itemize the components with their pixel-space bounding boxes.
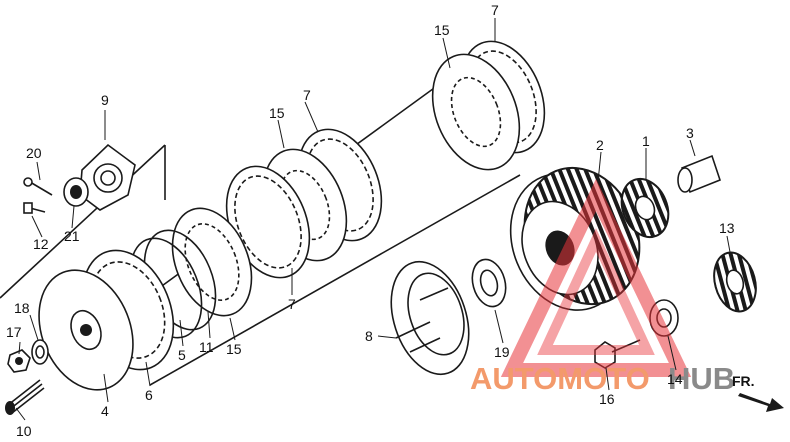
spring-10 bbox=[5, 379, 45, 415]
part-label-13: 13 bbox=[719, 220, 735, 236]
part-label-6: 6 bbox=[145, 387, 153, 403]
part-label-20: 20 bbox=[26, 145, 42, 161]
clutch-plate-set-middle bbox=[225, 128, 383, 279]
watermark-text-hub: HUB bbox=[668, 361, 735, 396]
part-label-5: 5 bbox=[178, 347, 186, 363]
nut-and-washer bbox=[7, 339, 49, 373]
collar bbox=[677, 154, 721, 194]
lock-bolt bbox=[594, 339, 641, 369]
primary-gear bbox=[620, 177, 670, 239]
part-label-7-top: 7 bbox=[491, 2, 499, 18]
part-label-3: 3 bbox=[686, 125, 694, 141]
part-label-7-lower: 7 bbox=[288, 296, 296, 312]
bearing-holder bbox=[23, 143, 136, 214]
part-label-15-lower: 15 bbox=[226, 341, 242, 357]
part-label-15-middle: 15 bbox=[269, 105, 285, 121]
leader-lines bbox=[15, 18, 731, 421]
front-direction-arrow: FR. bbox=[732, 373, 784, 412]
part-label-11: 11 bbox=[199, 339, 214, 355]
part-label-14: 14 bbox=[667, 371, 683, 387]
clutch-center bbox=[390, 260, 470, 376]
part-label-18: 18 bbox=[14, 300, 30, 316]
part-label-21: 21 bbox=[64, 228, 80, 244]
part-label-8: 8 bbox=[365, 328, 373, 344]
part-label-9: 9 bbox=[101, 92, 109, 108]
part-label-4: 4 bbox=[101, 403, 109, 419]
part-label-17: 17 bbox=[6, 324, 22, 340]
watermark: AUTOMOTO HUB bbox=[470, 178, 735, 396]
oil-pump-gear bbox=[713, 251, 757, 313]
pressure-plate bbox=[38, 249, 175, 391]
clutch-plate-set-top bbox=[431, 40, 546, 171]
part-number-labels: 7 15 7 15 7 9 20 21 12 5 11 15 6 4 18 17… bbox=[6, 2, 735, 439]
thrust-washer bbox=[471, 258, 507, 308]
part-label-2: 2 bbox=[596, 137, 604, 153]
part-label-15-top: 15 bbox=[434, 22, 450, 38]
front-marker-label: FR. bbox=[732, 373, 755, 389]
part-label-1: 1 bbox=[642, 133, 650, 149]
part-label-7-middle: 7 bbox=[303, 87, 311, 103]
part-label-10: 10 bbox=[16, 423, 32, 439]
part-label-12: 12 bbox=[33, 236, 49, 252]
part-label-19: 19 bbox=[494, 344, 510, 360]
watermark-text-automoto: AUTOMOTO bbox=[470, 361, 650, 396]
part-label-16: 16 bbox=[599, 391, 615, 407]
